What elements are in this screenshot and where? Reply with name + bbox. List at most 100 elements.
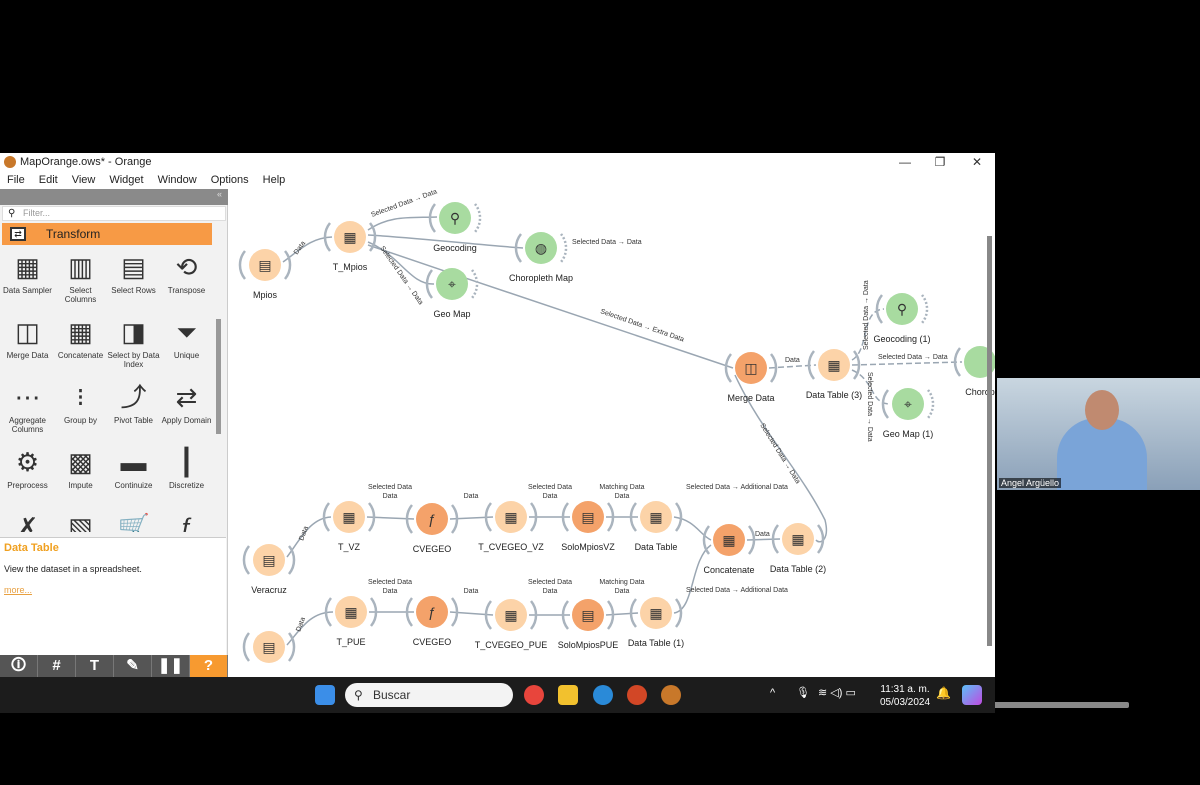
widget-impute[interactable]: ▩Impute xyxy=(54,442,107,507)
node-merge[interactable]: ◫ Merge Data xyxy=(724,352,778,403)
widget-aggregate-columns[interactable]: ⋯Aggregate Columns xyxy=(1,377,54,442)
input-anchor[interactable] xyxy=(242,545,251,575)
output-anchor[interactable] xyxy=(283,250,292,280)
input-anchor[interactable] xyxy=(242,632,251,662)
input-anchor[interactable] xyxy=(724,353,733,383)
widget-select-columns[interactable]: ▥Select Columns xyxy=(54,247,107,312)
powerpoint-icon[interactable] xyxy=(627,685,647,705)
output-anchor[interactable] xyxy=(747,525,756,555)
chrome-icon[interactable] xyxy=(524,685,544,705)
copilot-icon[interactable] xyxy=(962,685,982,705)
input-anchor[interactable] xyxy=(425,269,434,299)
input-anchor[interactable] xyxy=(484,600,493,630)
widget-continuize[interactable]: ▬Continuize xyxy=(107,442,160,507)
output-anchor[interactable] xyxy=(920,294,929,324)
output-anchor[interactable] xyxy=(559,233,568,263)
input-anchor[interactable] xyxy=(405,504,414,534)
input-anchor[interactable] xyxy=(238,250,247,280)
output-anchor[interactable] xyxy=(769,353,778,383)
menu-help[interactable]: Help xyxy=(262,174,286,186)
node-t_pue[interactable]: ▦ T_PUE xyxy=(324,596,378,647)
output-anchor[interactable] xyxy=(450,597,459,627)
node-t_vz[interactable]: ▦ T_VZ xyxy=(322,501,376,552)
filter-input[interactable]: ⚲Filter... xyxy=(2,206,226,221)
menu-widget[interactable]: Widget xyxy=(109,174,144,186)
widget-apply-domain[interactable]: ⇄Apply Domain xyxy=(160,377,213,442)
widget-item[interactable]: ✗ xyxy=(1,507,54,532)
input-anchor[interactable] xyxy=(322,502,331,532)
widget-select-rows[interactable]: ▤Select Rows xyxy=(107,247,160,312)
input-anchor[interactable] xyxy=(428,203,437,233)
collapse-toolbox-button[interactable]: « xyxy=(0,189,228,205)
node-choropleth[interactable]: ◍ Choropleth Map xyxy=(509,232,573,283)
help-app-icon[interactable] xyxy=(593,685,613,705)
input-anchor[interactable] xyxy=(484,502,493,532)
widget-data-sampler[interactable]: ▦Data Sampler xyxy=(1,247,54,312)
orange-app-icon[interactable] xyxy=(661,685,681,705)
microphone-icon[interactable]: 🎙 xyxy=(796,687,810,699)
pause-button[interactable]: ❚❚ xyxy=(152,655,190,677)
node-dt[interactable]: ▦ Data Table xyxy=(629,501,683,552)
widget-item[interactable]: ▧ xyxy=(54,507,107,532)
file-explorer-icon[interactable] xyxy=(558,685,578,705)
node-csv-file[interactable]: ▤ xyxy=(242,631,296,663)
output-anchor[interactable] xyxy=(606,502,615,532)
output-anchor[interactable] xyxy=(606,600,615,630)
node-t_cvegeo_pue[interactable]: ▦ T_CVEGEO_PUE xyxy=(475,599,548,650)
output-anchor[interactable] xyxy=(369,597,378,627)
input-anchor[interactable] xyxy=(881,389,890,419)
notification-bell-icon[interactable]: 🔔 xyxy=(936,686,951,700)
widget-transpose[interactable]: ⟲Transpose xyxy=(160,247,213,312)
input-anchor[interactable] xyxy=(561,600,570,630)
output-anchor[interactable] xyxy=(368,222,377,252)
taskbar-search[interactable]: ⚲Buscar xyxy=(345,683,513,707)
menu-view[interactable]: View xyxy=(71,174,96,186)
node-geocoding1[interactable]: ⚲ Geocoding (1) xyxy=(873,293,931,344)
node-geomap1[interactable]: ⌖ Geo Map (1) xyxy=(881,388,935,439)
output-anchor[interactable] xyxy=(674,502,683,532)
grid-button[interactable]: # xyxy=(38,655,76,677)
menu-window[interactable]: Window xyxy=(157,174,197,186)
node-cvegeo_vz[interactable]: ƒ CVEGEO xyxy=(405,503,459,554)
category-transform[interactable]: ⇄Transform xyxy=(2,223,212,245)
node-geomap[interactable]: ⌖ Geo Map xyxy=(425,268,479,319)
node-t_cvegeo_vz[interactable]: ▦ T_CVEGEO_VZ xyxy=(478,501,544,552)
input-anchor[interactable] xyxy=(953,347,962,377)
close-button[interactable]: ✕ xyxy=(971,155,983,169)
wifi-volume-battery-icons[interactable]: ≋ ◁) ▭ xyxy=(818,687,856,699)
node-cvegeo_pue[interactable]: ƒ CVEGEO xyxy=(405,596,459,647)
widget-item[interactable]: ƒ xyxy=(160,507,213,532)
output-anchor[interactable] xyxy=(674,598,683,628)
node-t_mpios[interactable]: ▦ T_Mpios xyxy=(323,221,377,272)
widget-unique[interactable]: ⏷Unique xyxy=(160,312,213,377)
widget-select-by-data-index[interactable]: ◨Select by Data Index xyxy=(107,312,160,377)
output-anchor[interactable] xyxy=(852,350,861,380)
input-anchor[interactable] xyxy=(324,597,333,627)
input-anchor[interactable] xyxy=(702,525,711,555)
windows-start-icon[interactable] xyxy=(315,685,335,705)
minimize-button[interactable]: — xyxy=(899,155,911,169)
menu-file[interactable]: File xyxy=(7,174,25,186)
output-anchor[interactable] xyxy=(287,545,296,575)
input-anchor[interactable] xyxy=(405,597,414,627)
input-anchor[interactable] xyxy=(771,524,780,554)
input-anchor[interactable] xyxy=(807,350,816,380)
info-button[interactable]: 🛈 xyxy=(0,655,38,677)
node-dt1[interactable]: ▦ Data Table (1) xyxy=(628,597,684,648)
widget-pivot-table[interactable]: ⤴Pivot Table xyxy=(107,377,160,442)
menu-options[interactable]: Options xyxy=(210,174,249,186)
output-anchor[interactable] xyxy=(529,600,538,630)
widget-discretize[interactable]: ┃Discretize xyxy=(160,442,213,507)
output-anchor[interactable] xyxy=(529,502,538,532)
clock[interactable]: 11:31 a. m.05/03/2024 xyxy=(880,683,930,709)
canvas-vertical-scrollbar[interactable] xyxy=(987,236,992,646)
workflow-canvas[interactable]: ▤ Mpios ▦ T_Mpios ⚲ Geocoding ◍ Chorople… xyxy=(229,188,1129,708)
output-anchor[interactable] xyxy=(470,269,479,299)
input-anchor[interactable] xyxy=(561,502,570,532)
node-concat[interactable]: ▦ Concatenate xyxy=(702,524,756,575)
toolbox-scrollbar[interactable] xyxy=(216,319,221,434)
output-anchor[interactable] xyxy=(473,203,482,233)
input-anchor[interactable] xyxy=(875,294,884,324)
node-solovz[interactable]: ▤ SoloMpiosVZ xyxy=(561,501,615,552)
output-anchor[interactable] xyxy=(367,502,376,532)
